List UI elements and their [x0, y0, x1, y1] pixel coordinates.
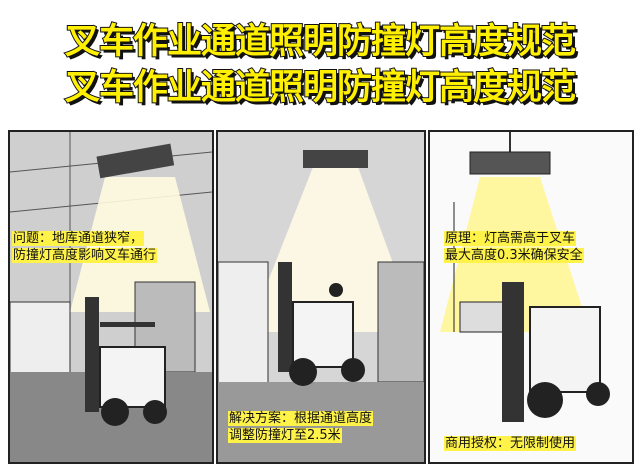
footer-text: 商用授权：无限制使用	[444, 436, 577, 451]
forklift-illustration	[85, 297, 167, 426]
caption-line: 最大高度0.3米确保安全	[444, 248, 584, 263]
panel-principle: 原理：灯高需高于叉车 最大高度0.3米确保安全 商用授权：无限制使用	[428, 130, 634, 464]
title-line-1: 叉车作业通道照明防撞灯高度规范	[64, 21, 577, 63]
caption-line: 解决方案：根据通道高度	[228, 411, 374, 426]
warehouse-illustration	[10, 132, 212, 462]
caption-line: 防撞灯高度影响叉车通行	[12, 248, 158, 263]
license-footer: 商用授权：无限制使用	[444, 435, 577, 452]
panel-solution: 解决方案：根据通道高度 调整防撞灯至2.5米	[216, 130, 426, 464]
title-line-2: 叉车作业通道照明防撞灯高度规范	[64, 67, 577, 109]
panel-problem: 问题：地库通道狭窄， 防撞灯高度影响叉车通行	[8, 130, 214, 464]
caption-line: 问题：地库通道狭窄，	[12, 231, 145, 246]
caption-problem: 问题：地库通道狭窄， 防撞灯高度影响叉车通行	[12, 230, 158, 264]
caption-line: 原理：灯高需高于叉车	[444, 231, 577, 246]
caption-principle: 原理：灯高需高于叉车 最大高度0.3米确保安全	[444, 230, 584, 264]
caption-line: 调整防撞灯至2.5米	[228, 428, 342, 443]
caption-solution: 解决方案：根据通道高度 调整防撞灯至2.5米	[228, 410, 374, 444]
forklift-illustration	[278, 262, 365, 386]
forklift-height-illustration	[440, 132, 610, 422]
